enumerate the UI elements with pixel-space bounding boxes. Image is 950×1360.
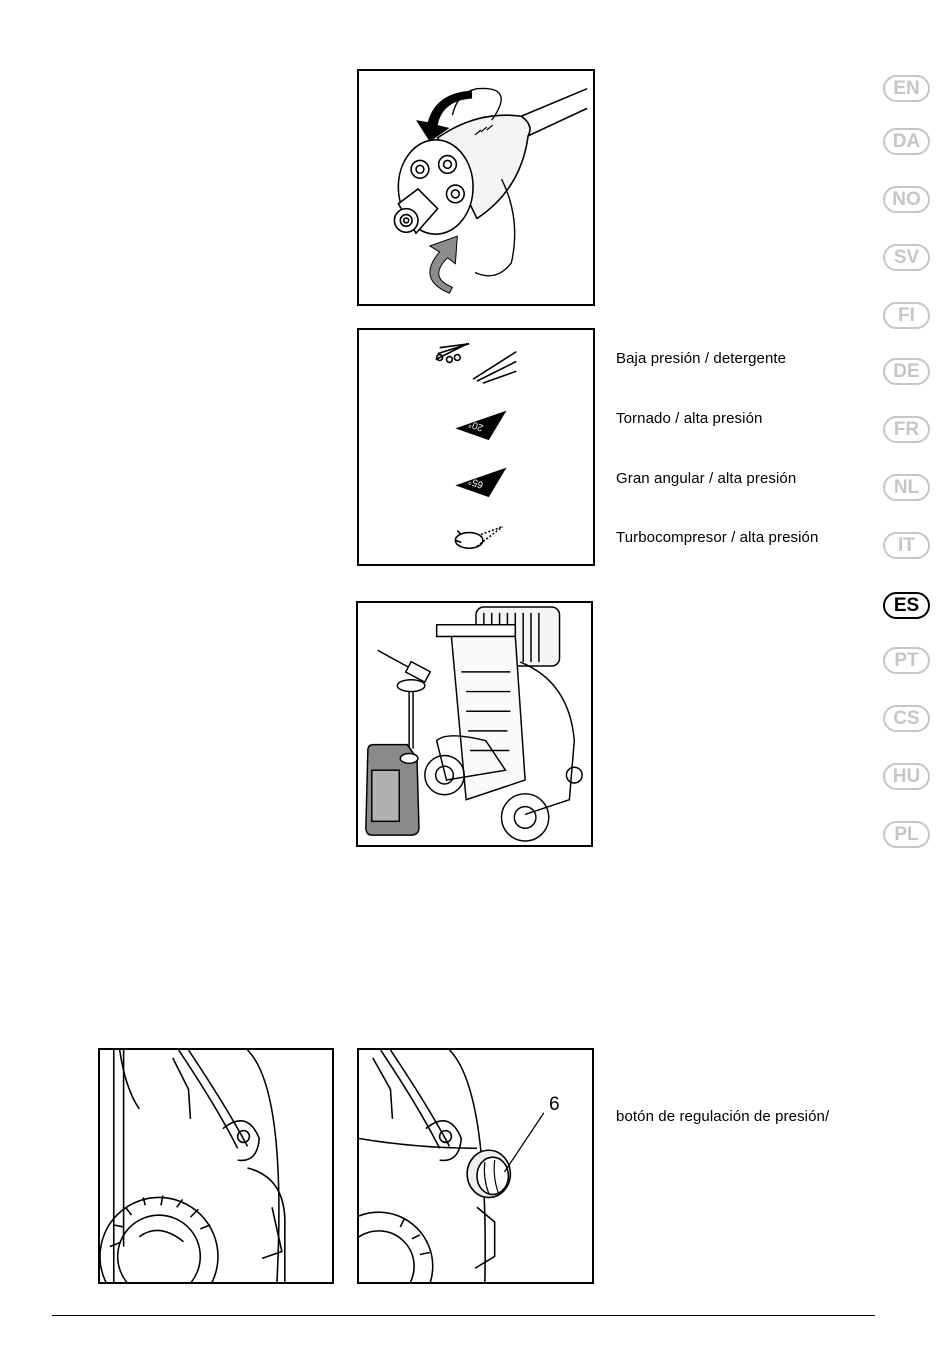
language-tab-it[interactable]: IT xyxy=(883,532,930,559)
language-tab-da[interactable]: DA xyxy=(883,128,930,155)
language-tab-hu[interactable]: HU xyxy=(883,763,930,790)
language-tab-fi[interactable]: FI xyxy=(883,302,930,329)
machine-side-figure xyxy=(98,1048,334,1284)
spray-mode-low-pressure-label: Baja presión / detergente xyxy=(616,350,786,367)
language-tab-cs[interactable]: CS xyxy=(883,705,930,732)
language-tab-nl[interactable]: NL xyxy=(883,474,930,501)
language-tab-sv[interactable]: SV xyxy=(883,244,930,271)
nozzle-rotation-figure xyxy=(357,69,595,306)
language-tab-es[interactable]: ES xyxy=(883,592,930,619)
spray-mode-wide-angle-label: Gran angular / alta presión xyxy=(616,470,796,487)
spray-mode-tornado-label: Tornado / alta presión xyxy=(616,410,762,427)
callout-number-6: 6 xyxy=(549,1094,560,1116)
language-tab-en[interactable]: EN xyxy=(883,75,930,102)
pressure-knob-label: botón de regulación de presión/ xyxy=(616,1108,829,1125)
machine-side-illustration xyxy=(100,1050,332,1282)
detergent-suction-figure xyxy=(356,601,593,847)
pressure-knob-figure: 6 xyxy=(357,1048,594,1284)
nozzle-65-degree-icon: 65° xyxy=(455,468,506,497)
language-tab-de[interactable]: DE xyxy=(883,358,930,385)
low-pressure-detergent-nozzle-icon xyxy=(436,344,517,383)
nozzle-20-degree-icon: 20° xyxy=(455,411,506,440)
spray-mode-legend-figure: 20° 65° xyxy=(357,328,595,566)
language-tab-pl[interactable]: PL xyxy=(883,821,930,848)
language-tab-fr[interactable]: FR xyxy=(883,416,930,443)
spray-mode-turbo-label: Turbocompresor / alta presión xyxy=(616,529,818,546)
language-tab-no[interactable]: NO xyxy=(883,186,930,213)
spray-mode-icons: 20° 65° xyxy=(359,330,593,564)
turbo-rotating-nozzle-icon xyxy=(455,527,502,549)
nozzle-rotation-illustration xyxy=(359,71,593,304)
footer-divider xyxy=(52,1315,875,1316)
pressure-knob-illustration xyxy=(359,1050,592,1282)
pressure-washer-detergent-illustration xyxy=(358,603,591,845)
language-tab-pt[interactable]: PT xyxy=(883,647,930,674)
